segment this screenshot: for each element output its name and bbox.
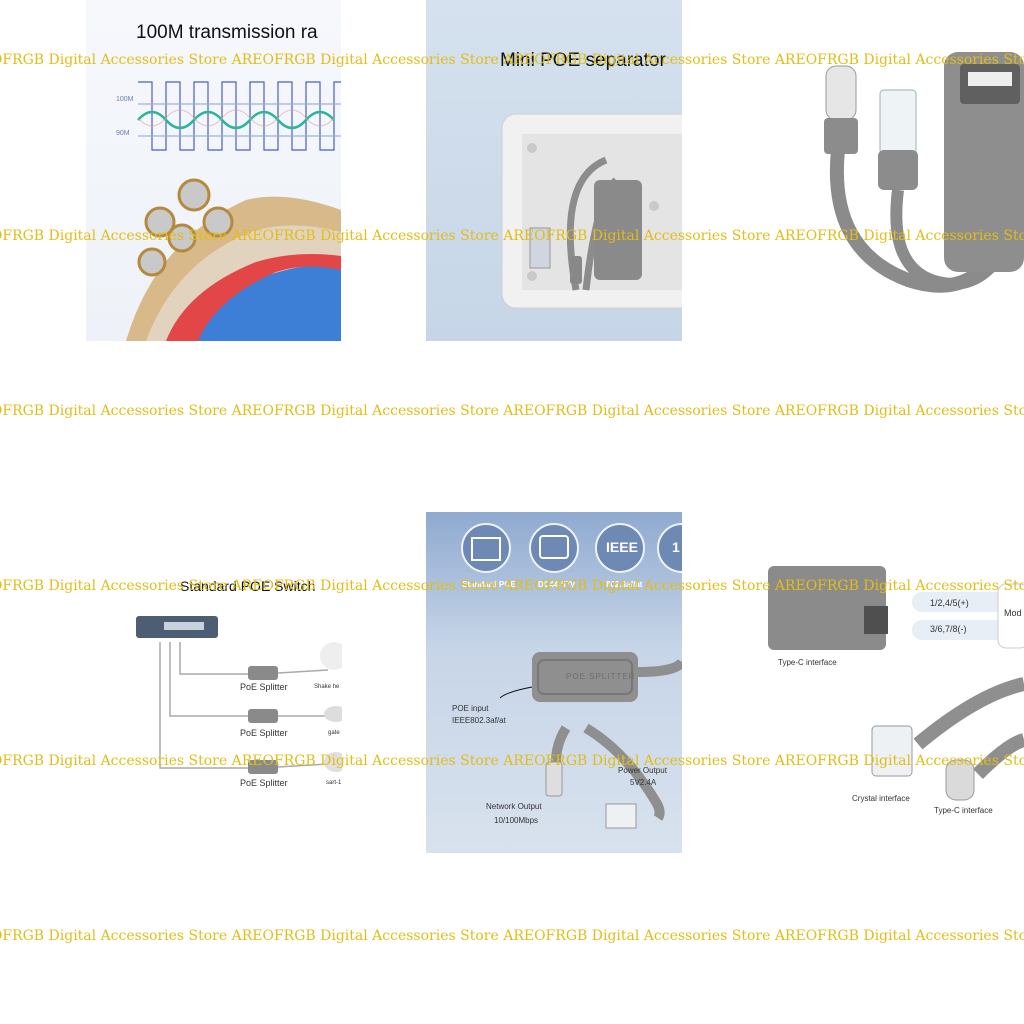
wall-box-illustration xyxy=(501,113,682,309)
pins-positive-label: 1/2,4/5(+) xyxy=(930,598,969,608)
typec-bottom-label: Type-C interface xyxy=(934,806,993,815)
product-closeup-panel xyxy=(768,0,1024,341)
poe-splitter-spec-panel: Standard POE DC44-57V IEEE 802.3af/at 1 … xyxy=(426,512,682,853)
splitter-label-2: PoE Splitter xyxy=(240,728,288,738)
network-output-label: Network Output xyxy=(486,802,542,811)
watermark-row-3: AREOFRGB Digital Accessories Store AREOF… xyxy=(0,403,1024,419)
poe-switch-diagram-panel: Standard POE Switch PoE Splitter PoE Spl… xyxy=(128,576,342,800)
interfaces-panel: 1/2,4/5(+) 3/6,7/8(-) Mod Type-C interfa… xyxy=(768,544,1024,824)
power-output-label: Power Output xyxy=(618,766,667,775)
switch-wiring-illustration xyxy=(136,616,342,774)
transmission-rate-panel: 100M transmission ra 100M 90M xyxy=(86,0,341,341)
splitter-label-1: PoE Splitter xyxy=(240,682,288,692)
panel-title: Mini POE separator xyxy=(500,50,666,71)
badge-label-voltage: DC44-57V xyxy=(538,580,576,589)
panel-title: Standard POE Switch xyxy=(180,578,316,594)
badge-label-standard: 802.3af/at xyxy=(606,580,643,589)
badge-ieee-text: IEEE xyxy=(606,539,638,555)
spec-illustration xyxy=(461,523,682,829)
mod-label: Mod xyxy=(1004,608,1022,618)
poe-input-label: POE input xyxy=(452,704,489,713)
device-label-1: Shake he xyxy=(314,684,340,690)
watermark-row-6: AREOFRGB Digital Accessories Store AREOF… xyxy=(0,928,1024,944)
device-label-3: sart-1 xyxy=(326,780,342,786)
tick-100m: 100M xyxy=(116,96,134,103)
device-text: POE SPLITTER xyxy=(566,672,636,681)
badge-label-standard-poe: Standard POE xyxy=(462,580,516,589)
badge-4-text: 1 xyxy=(672,539,680,555)
pins-negative-label: 3/6,7/8(-) xyxy=(930,624,967,634)
interfaces-illustration xyxy=(768,566,1024,801)
network-output-value: 10/100Mbps xyxy=(494,816,539,825)
splitter-label-3: PoE Splitter xyxy=(240,778,288,788)
product-cables-illustration xyxy=(824,52,1024,293)
device-label-2: gate xyxy=(328,730,340,736)
mini-poe-separator-panel: Mini POE separator xyxy=(426,0,682,341)
tick-90m: 90M xyxy=(116,130,130,137)
typec-top-label: Type-C interface xyxy=(778,658,837,667)
panel-title: 100M transmission ra xyxy=(136,22,318,43)
crystal-interface-label: Crystal interface xyxy=(852,794,910,803)
rate-graph-illustration xyxy=(126,81,341,341)
poe-input-standard: IEEE802.3af/at xyxy=(452,716,506,725)
power-output-value: 5V2.4A xyxy=(630,778,657,787)
